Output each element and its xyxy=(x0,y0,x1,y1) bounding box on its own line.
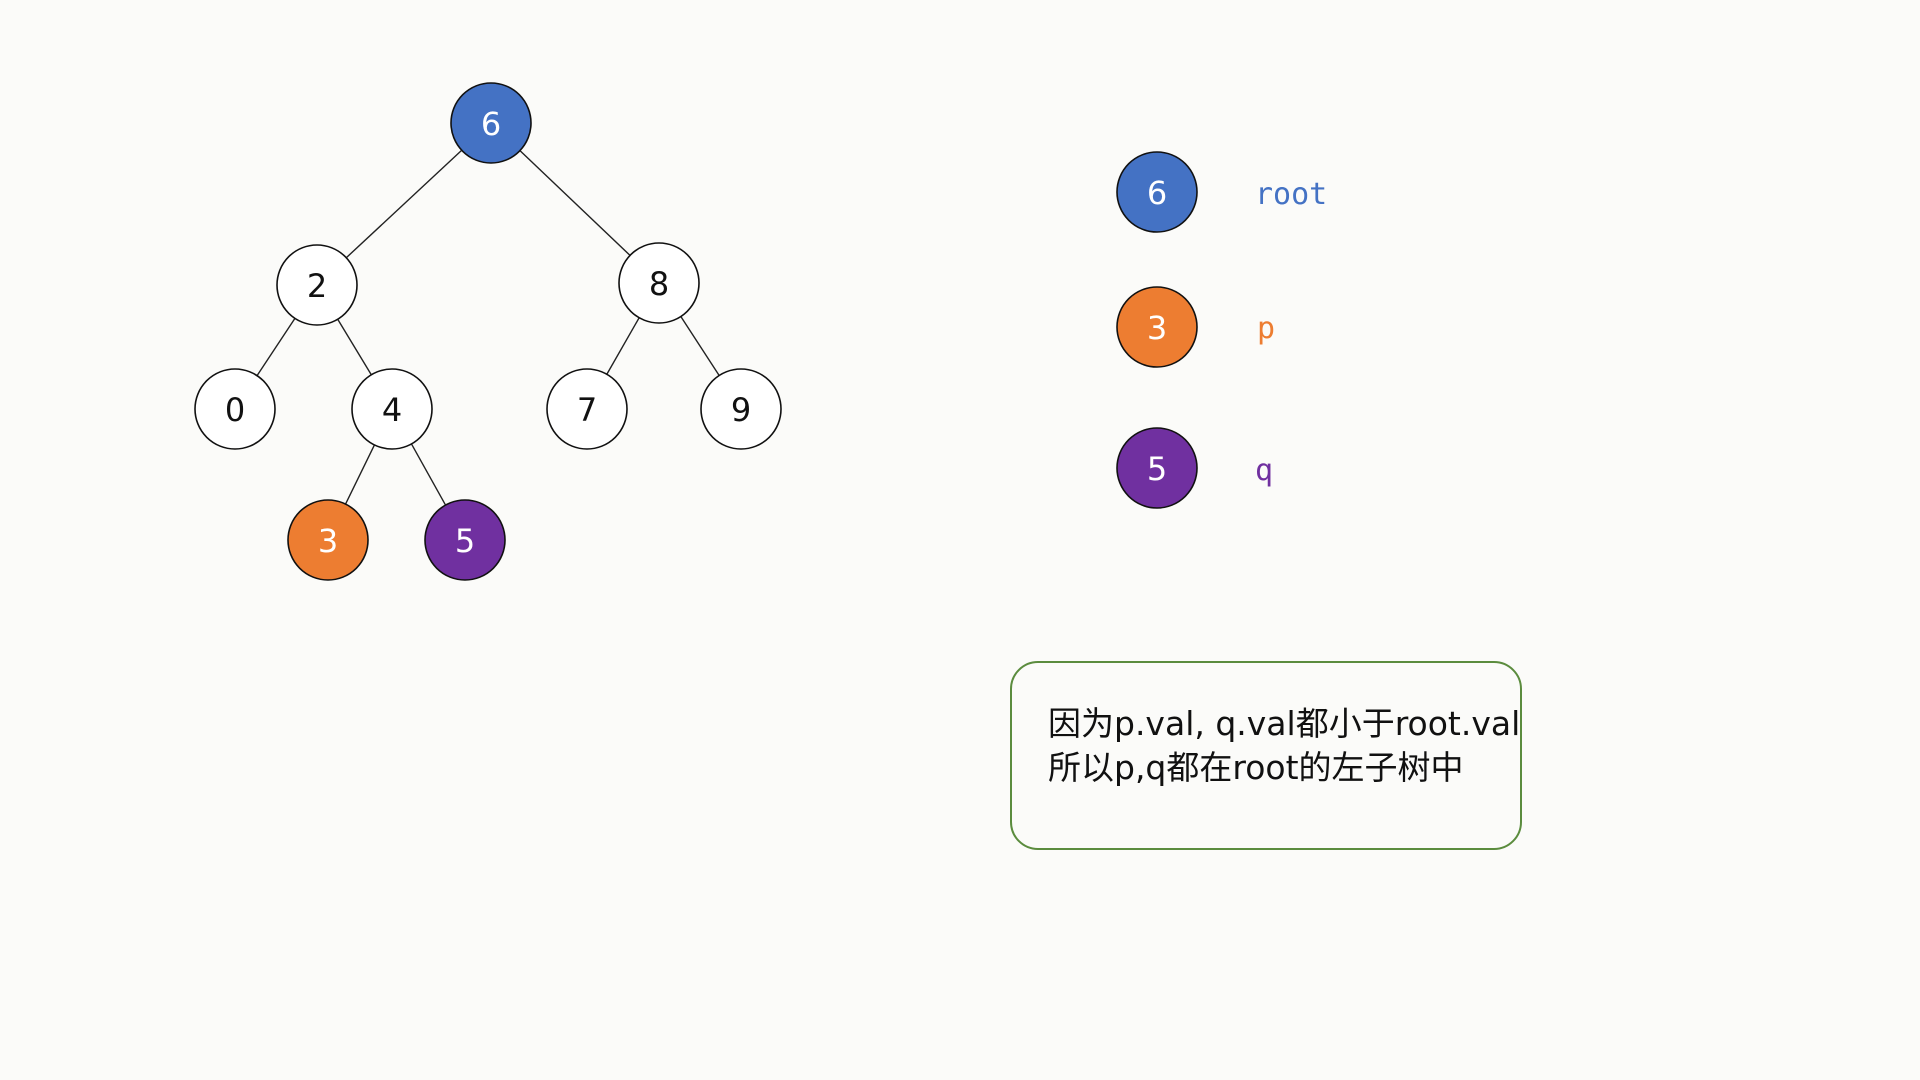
legend-nodes: 6 3 5 xyxy=(1116,151,1198,509)
legend-node-root: 6 xyxy=(1116,151,1198,233)
legend-node-q: 5 xyxy=(1116,427,1198,509)
legend-node-root-label: 6 xyxy=(1147,174,1167,212)
tree-node-3-label: 3 xyxy=(318,522,338,560)
tree-node-2-label: 2 xyxy=(307,267,327,305)
tree-node-3-circle xyxy=(287,499,369,581)
tree-edge-n8-n7 xyxy=(606,317,640,375)
legend-label-root: root xyxy=(1255,177,1328,212)
legend-label-p: p xyxy=(1257,311,1276,346)
legend-node-root-circle xyxy=(1116,151,1198,233)
tree-node-4-label: 4 xyxy=(382,391,402,429)
legend-node-q-circle xyxy=(1116,427,1198,509)
tree-node-9-label: 9 xyxy=(731,391,751,429)
tree-edge-n4-n5 xyxy=(410,443,447,506)
explanation-line-2: 所以p,q都在root的左子树中 xyxy=(1048,748,1464,787)
tree-node-8-label: 8 xyxy=(649,265,669,303)
tree-node-8-circle xyxy=(618,242,700,324)
tree-node-9: 9 xyxy=(700,368,782,450)
legend-node-p-label: 3 xyxy=(1147,309,1167,347)
tree-node-5: 5 xyxy=(424,499,506,581)
tree-node-2-circle xyxy=(276,244,358,326)
legend-node-p-circle xyxy=(1116,286,1198,368)
tree-node-4: 4 xyxy=(351,368,433,450)
tree-node-6-label: 6 xyxy=(481,105,501,143)
tree-node-7: 7 xyxy=(546,368,628,450)
legend-node-p: 3 xyxy=(1116,286,1198,368)
tree-node-0: 0 xyxy=(194,368,276,450)
tree-edge-n4-n3 xyxy=(344,444,376,505)
tree-edge-n2-n4 xyxy=(337,318,372,376)
tree-edge-n8-n9 xyxy=(680,316,720,376)
tree-edge-n6-n2 xyxy=(345,149,463,259)
tree-node-3: 3 xyxy=(287,499,369,581)
explanation-line-1: 因为p.val, q.val都小于root.val xyxy=(1048,704,1521,743)
tree-node-4-circle xyxy=(351,368,433,450)
tree-node-5-circle xyxy=(424,499,506,581)
legend-label-q: q xyxy=(1255,453,1274,488)
tree-node-2: 2 xyxy=(276,244,358,326)
tree-edge-n6-n8 xyxy=(519,150,631,256)
tree-node-7-circle xyxy=(546,368,628,450)
legend-node-q-label: 5 xyxy=(1147,450,1167,488)
explanation-box: 因为p.val, q.val都小于root.val 所以p,q都在root的左子… xyxy=(1010,661,1522,850)
tree-edges xyxy=(256,149,720,506)
tree-node-9-circle xyxy=(700,368,782,450)
tree-node-6-circle xyxy=(450,82,532,164)
tree-node-0-circle xyxy=(194,368,276,450)
tree-edge-n2-n0 xyxy=(256,317,296,377)
tree-node-8: 8 xyxy=(618,242,700,324)
tree-node-7-label: 7 xyxy=(577,391,597,429)
tree-nodes: 6 2 8 0 4 7 9 3 5 xyxy=(194,82,782,581)
tree-node-5-label: 5 xyxy=(455,522,475,560)
tree-node-0-label: 0 xyxy=(225,391,245,429)
tree-node-6: 6 xyxy=(450,82,532,164)
